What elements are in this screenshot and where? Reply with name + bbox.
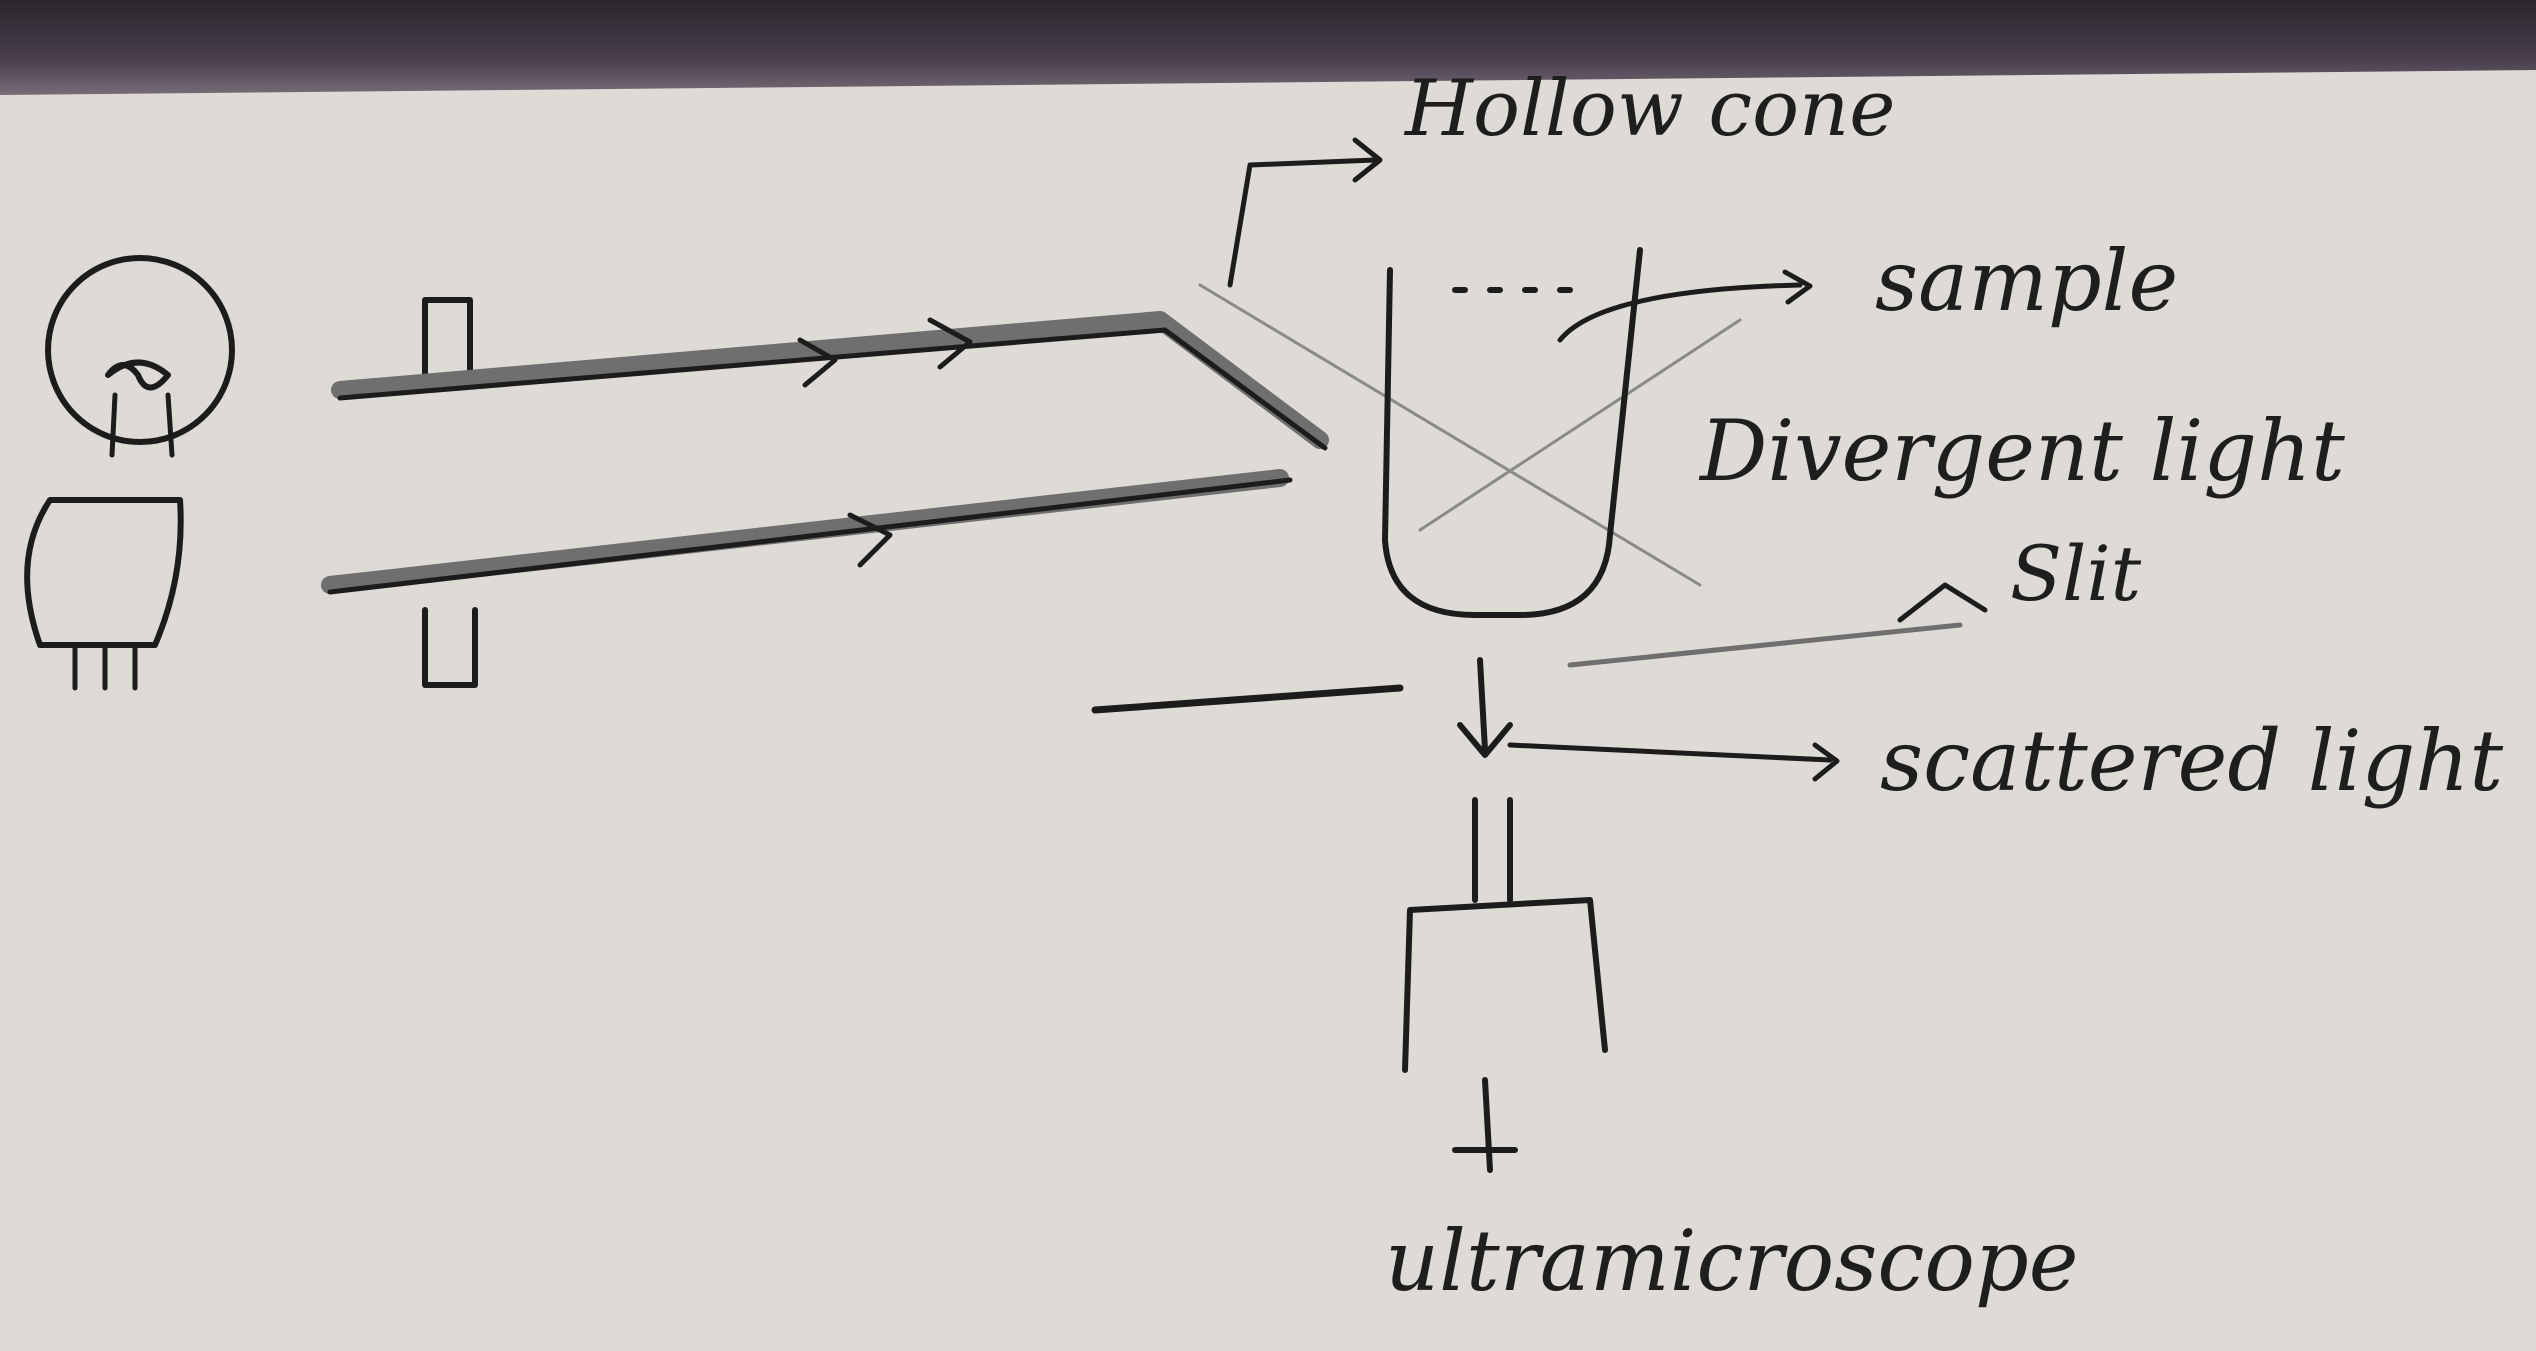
scattered-light-pointer: scattered light — [1457, 657, 2503, 810]
sample-pointer: sample — [1557, 232, 2178, 343]
ultramicroscope-label: ultramicroscope — [1385, 1212, 2078, 1310]
sample-cuvette — [1382, 247, 1643, 618]
hollow-cone-label: Hollow cone — [1403, 64, 1895, 154]
slit-label: Slit — [2010, 529, 2142, 618]
second-slit: Slit — [1091, 529, 2142, 714]
sample-label: sample — [1875, 232, 2178, 330]
paper-sheet — [0, 70, 2536, 1351]
first-slit — [422, 297, 478, 688]
scattered-light-label: scattered light — [1880, 712, 2503, 810]
light-bulb — [24, 255, 235, 691]
incident-beams — [321, 311, 1329, 595]
cone-rays — [1198, 283, 1742, 587]
divergent-light-label: Divergent light — [1698, 402, 2345, 500]
microscope: ultramicroscope — [1385, 797, 2078, 1310]
hollow-cone-pointer: Hollow cone — [1227, 64, 1895, 288]
